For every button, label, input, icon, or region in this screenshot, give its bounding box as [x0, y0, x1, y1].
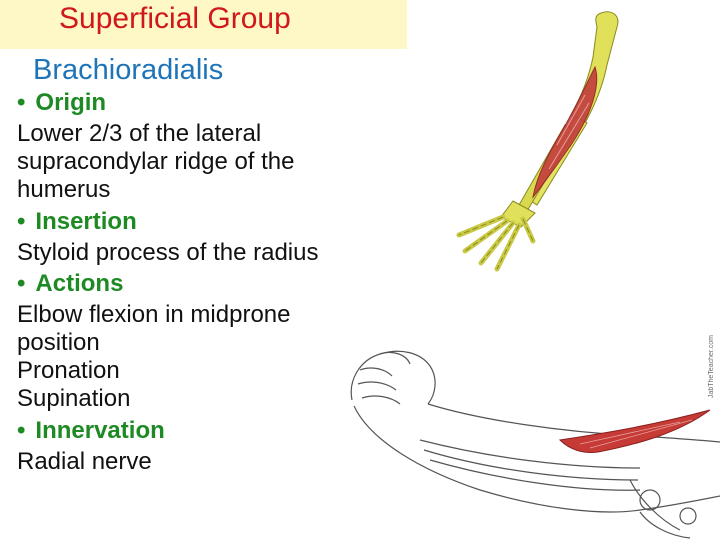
section-heading-actions: • Actions	[17, 271, 367, 297]
section-heading-origin: • Origin	[17, 90, 367, 116]
forearm-outline-illustration	[350, 350, 720, 539]
actions-line: Pronation	[17, 357, 120, 385]
origin-line: supracondylar ridge of the	[17, 147, 295, 175]
heading-text: Origin	[35, 89, 107, 116]
innervation-line: Radial nerve	[17, 447, 152, 475]
insertion-line: Styloid process of the radius	[17, 238, 319, 266]
section-heading-innervation: • Innervation	[17, 418, 367, 444]
actions-line: Supination	[17, 385, 131, 413]
slide-content: • Origin Lower 2/3 of the lateral supraco…	[17, 90, 367, 477]
actions-line: position	[17, 329, 100, 357]
section-heading-insertion: • Insertion	[17, 207, 367, 235]
image-credit: JabTheTeacher.com	[708, 335, 715, 399]
bullet: •	[17, 207, 26, 235]
bullet: •	[17, 270, 26, 298]
heading-text: Insertion	[35, 207, 137, 235]
origin-line: humerus	[17, 175, 111, 203]
title-banner	[0, 0, 407, 49]
slide-title: Superficial Group	[59, 2, 291, 35]
origin-line: Lower 2/3 of the lateral	[17, 119, 262, 147]
heading-text: Innervation	[35, 416, 165, 444]
heading-text: Actions	[35, 270, 124, 298]
slide-subtitle: Brachioradialis	[33, 54, 224, 86]
arm-bones-illustration	[456, 11, 619, 272]
actions-line: Elbow flexion in midprone	[17, 301, 291, 329]
bullet: •	[17, 89, 26, 116]
bullet: •	[17, 416, 26, 444]
